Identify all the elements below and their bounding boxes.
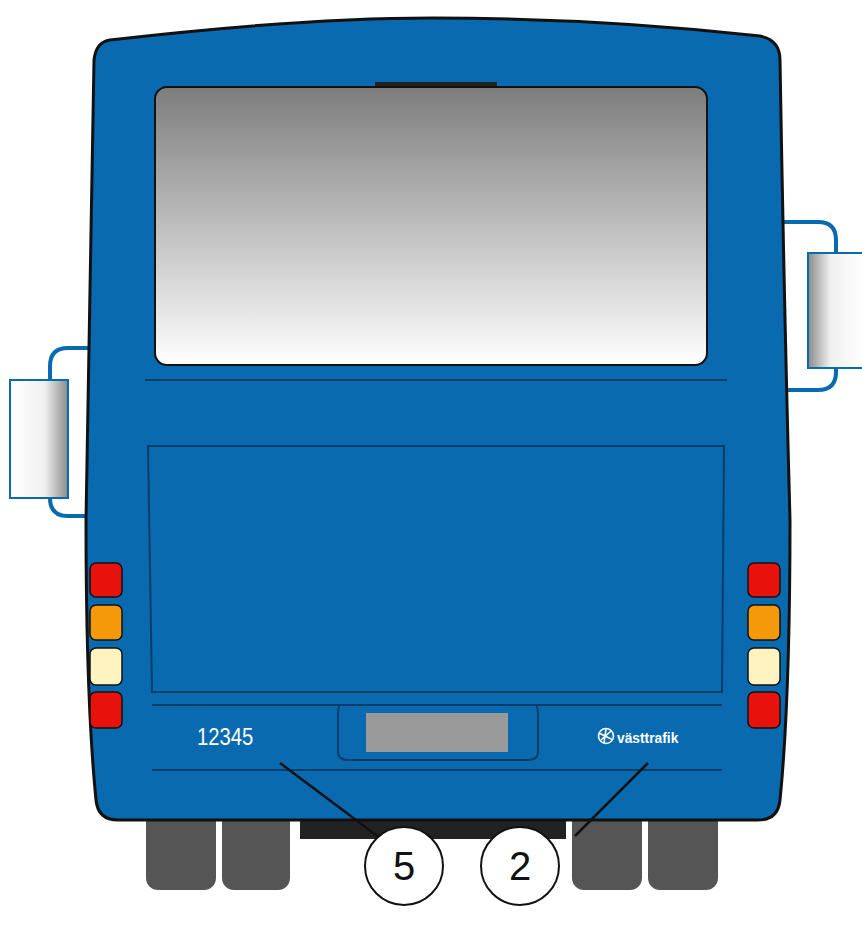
leader-line (575, 763, 648, 836)
callout-circle: 2 (480, 826, 560, 906)
callout-circle: 5 (364, 826, 444, 906)
side-mirror (808, 253, 862, 368)
plate-recess (338, 706, 538, 760)
number-plate (366, 713, 508, 752)
engine-hatch (148, 446, 724, 692)
rear-window (155, 87, 707, 365)
panel-line (152, 704, 722, 706)
leader-line (280, 763, 380, 838)
panel-line (145, 379, 727, 381)
rear-lights (90, 563, 780, 728)
bus-body (86, 18, 790, 820)
logo-symbol (599, 729, 614, 744)
side-mirror (10, 380, 68, 498)
panel-line (152, 769, 722, 771)
operator-logo-text: västtrafik (617, 730, 678, 745)
callout-number: 2 (509, 846, 531, 886)
fleet-number: 12345 (197, 726, 253, 749)
callout-number: 5 (393, 846, 415, 886)
